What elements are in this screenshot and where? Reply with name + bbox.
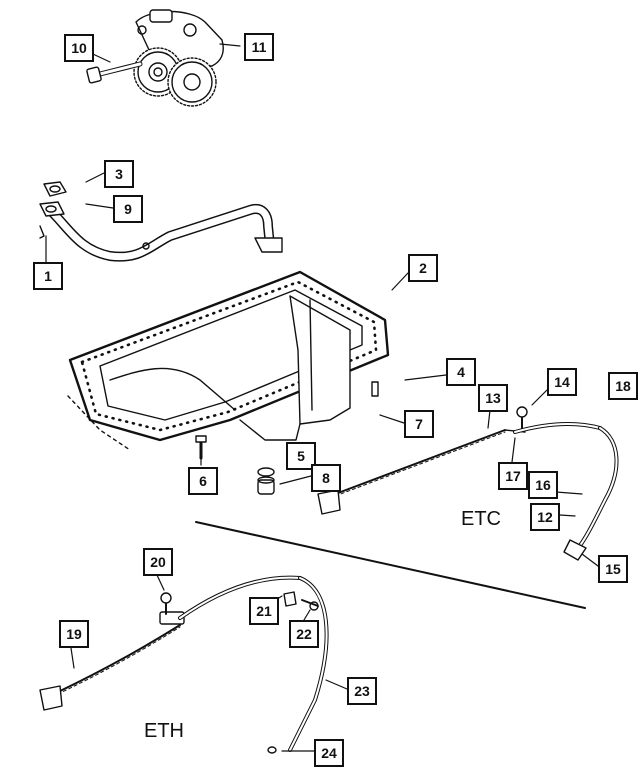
callout-14: 14 (547, 368, 577, 396)
callout-17: 17 (498, 462, 528, 490)
callout-12: 12 (530, 503, 560, 531)
callout-1: 1 (33, 262, 63, 290)
callout-23: 23 (347, 677, 377, 705)
callout-21: 21 (249, 597, 279, 625)
drain-plug-drawing (257, 467, 275, 495)
drain-bolt-drawing (195, 435, 207, 460)
callout-8: 8 (311, 464, 341, 492)
variant-label-eth: ETH (144, 720, 184, 742)
callout-4: 4 (446, 358, 476, 386)
callout-9: 9 (113, 195, 143, 223)
callout-16: 16 (528, 471, 558, 499)
oil-pump-drawing (133, 9, 224, 107)
callout-19: 19 (59, 620, 89, 648)
callout-7: 7 (404, 410, 434, 438)
callout-22: 22 (289, 620, 319, 648)
callout-15: 15 (598, 555, 628, 583)
callout-20: 20 (143, 548, 173, 576)
oil-pan-drawing (67, 270, 390, 451)
callout-24: 24 (314, 739, 344, 767)
eth-dipstick-drawing (39, 575, 329, 754)
callout-18: 18 (608, 372, 638, 400)
variant-label-etc: ETC (461, 508, 501, 530)
callout-13: 13 (478, 384, 508, 412)
callout-2: 2 (408, 254, 438, 282)
etc-dipstick-drawing (317, 406, 619, 561)
callout-11: 11 (244, 33, 274, 61)
pickup-tube-drawing (39, 181, 283, 262)
callout-6: 6 (188, 467, 218, 495)
pump-bolt-drawing (86, 61, 143, 84)
separator-line (195, 521, 586, 609)
callout-3: 3 (104, 160, 134, 188)
callout-10: 10 (64, 34, 94, 62)
